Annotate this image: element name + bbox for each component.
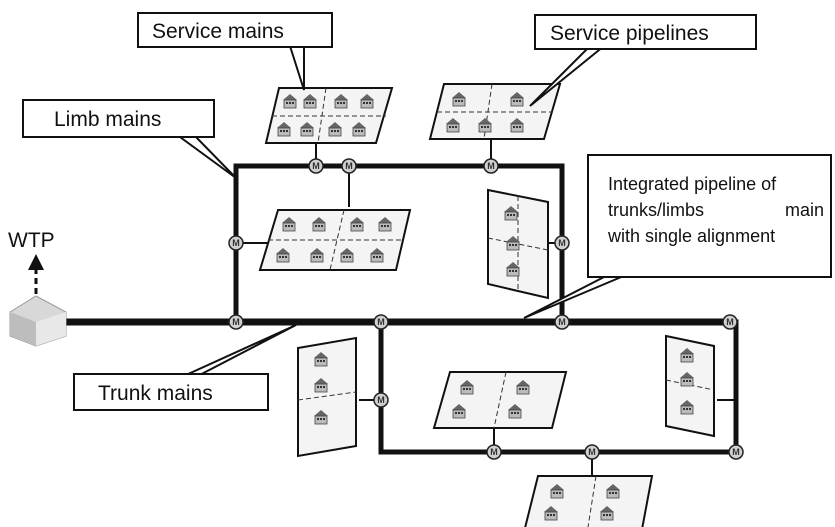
meter-symbol: M — [726, 317, 734, 327]
wtp-label: WTP — [8, 229, 55, 252]
service-area-tile — [297, 336, 357, 458]
trunk-mains-label: Trunk mains — [98, 382, 213, 405]
meters: M M M M M M M M M M M M M — [228, 158, 744, 460]
callout-service-mains: Service mains — [137, 12, 333, 48]
service-area-tile — [264, 87, 394, 144]
meter-icon: M — [228, 314, 244, 330]
meter-icon: M — [228, 235, 244, 251]
meter-icon: M — [486, 444, 502, 460]
service-area-tile — [487, 188, 549, 300]
meter-icon: M — [483, 158, 499, 174]
integrated-line-1: Integrated pipeline of — [608, 174, 777, 194]
meter-symbol: M — [377, 395, 385, 405]
integrated-line-2-right: main — [785, 200, 824, 220]
meter-symbol: M — [312, 161, 320, 171]
service-area-tile — [432, 371, 568, 429]
integrated-line-3: with single alignment — [607, 226, 775, 246]
meter-icon: M — [728, 444, 744, 460]
service-mains-label: Service mains — [152, 20, 284, 43]
meter-symbol: M — [558, 317, 566, 327]
meter-symbol: M — [487, 161, 495, 171]
service-area-tile — [665, 334, 715, 438]
meter-symbol: M — [232, 317, 240, 327]
meter-icon: M — [308, 158, 324, 174]
wtp-arrow-head-icon — [28, 254, 44, 270]
integrated-line-2-left: trunks/limbs — [608, 200, 704, 220]
meter-icon: M — [373, 314, 389, 330]
wtp-plant: WTP — [8, 229, 67, 347]
meter-symbol: M — [345, 161, 353, 171]
service-area-tile — [428, 83, 562, 140]
meter-icon: M — [554, 314, 570, 330]
service-pipelines-label: Service pipelines — [550, 22, 709, 45]
meter-icon: M — [373, 392, 389, 408]
callout-service-pipelines: Service pipelines — [534, 14, 757, 50]
meter-symbol: M — [377, 317, 385, 327]
callout-trunk-mains: Trunk mains — [73, 373, 269, 411]
callout-limb-mains: Limb mains — [22, 99, 215, 138]
limb-main-lower-loop — [378, 319, 739, 455]
meter-symbol: M — [232, 238, 240, 248]
meter-symbol: M — [732, 447, 740, 457]
meter-icon: M — [554, 235, 570, 251]
service-area-tile — [258, 209, 412, 271]
service-area-tile — [524, 475, 654, 527]
meter-symbol: M — [490, 447, 498, 457]
limb-mains-label: Limb mains — [54, 108, 161, 131]
meter-symbol: M — [558, 238, 566, 248]
meter-icon: M — [722, 314, 738, 330]
meter-symbol: M — [588, 447, 596, 457]
callout-integrated-pipeline: Integrated pipeline of trunks/limbs main… — [587, 154, 832, 278]
meter-icon: M — [584, 444, 600, 460]
meter-icon: M — [341, 158, 357, 174]
